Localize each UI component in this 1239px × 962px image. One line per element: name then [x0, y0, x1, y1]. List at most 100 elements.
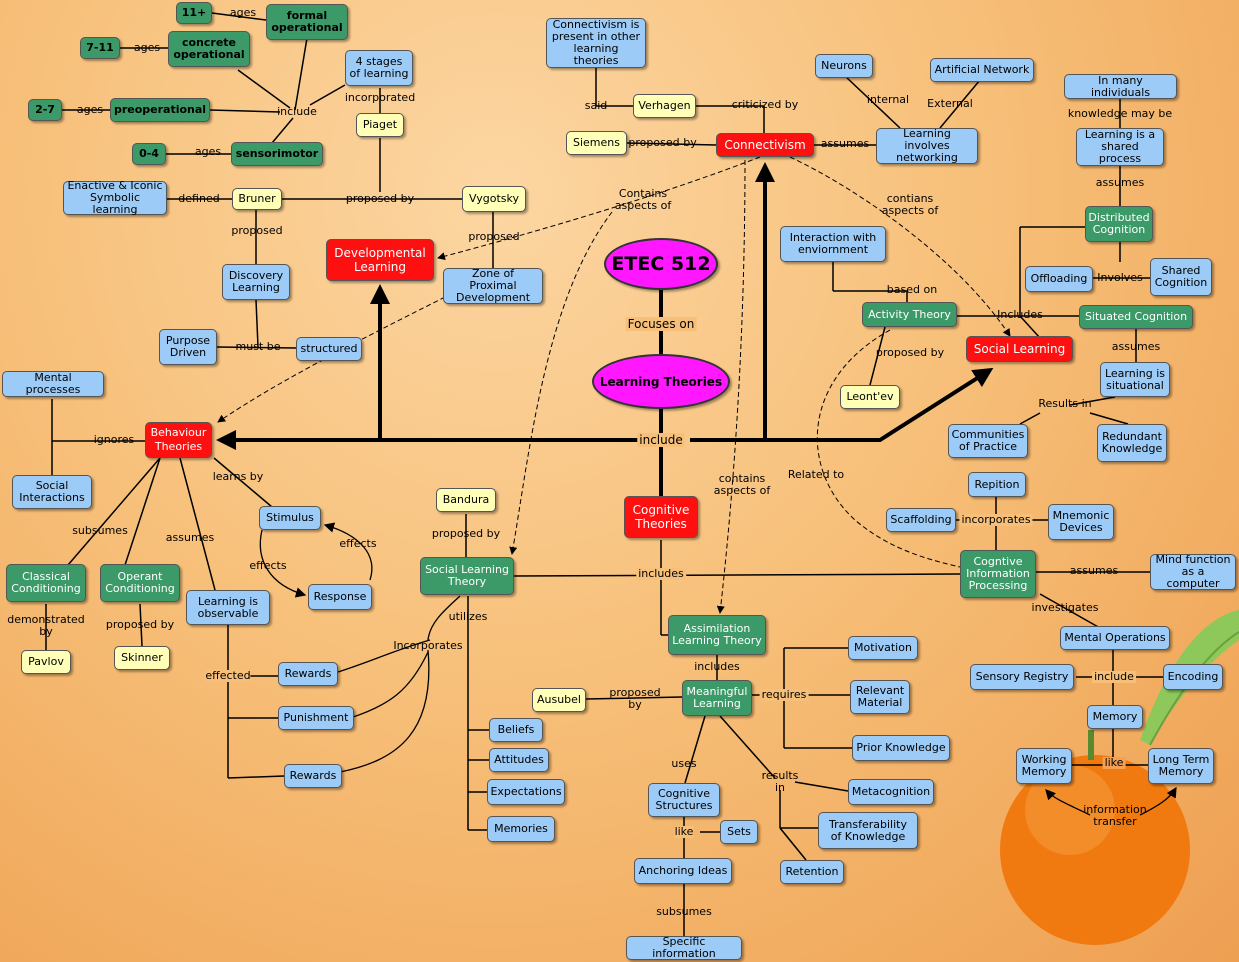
- node-long-term-memory[interactable]: Long Term Memory: [1148, 748, 1214, 784]
- node-meaningful-learning[interactable]: Meaningful Learning: [682, 680, 752, 716]
- node-zpd[interactable]: Zone of Proximal Development: [443, 268, 543, 304]
- node-transferability[interactable]: Transferability of Knowledge: [818, 812, 918, 849]
- node-social-learning-theory[interactable]: Social Learning Theory: [420, 557, 514, 595]
- node-sensorimotor[interactable]: sensorimotor: [231, 142, 323, 166]
- link-assumes-situated: assumes: [1111, 340, 1161, 353]
- node-age-7-11[interactable]: 7-11: [80, 37, 120, 59]
- node-age-0-4[interactable]: 0-4: [132, 143, 166, 165]
- link-include-main: include: [637, 433, 685, 447]
- link-subsumes-anchoring: subsumes: [656, 905, 712, 918]
- node-skinner[interactable]: Skinner: [114, 646, 170, 670]
- node-vygotsky[interactable]: Vygotsky: [462, 186, 526, 212]
- node-networking[interactable]: Learning involves networking: [876, 128, 978, 164]
- node-interaction-environment[interactable]: Interaction with enviornment: [780, 226, 886, 262]
- node-age-11-plus[interactable]: 11+: [176, 2, 212, 24]
- link-ages-2: ages: [133, 41, 161, 54]
- node-cognitive-theories[interactable]: Cognitive Theories: [624, 496, 698, 538]
- node-relevant-material[interactable]: Relevant Material: [850, 680, 910, 714]
- node-redundant-knowledge[interactable]: Redundant Knowledge: [1097, 424, 1167, 462]
- node-cip[interactable]: Cogntive Information Processing: [960, 550, 1036, 598]
- node-artificial-network[interactable]: Artificial Network: [930, 58, 1034, 82]
- node-stimulus[interactable]: Stimulus: [259, 506, 321, 530]
- node-memories[interactable]: Memories: [487, 816, 555, 842]
- node-leontev[interactable]: Leont'ev: [840, 385, 900, 409]
- link-assumes-connectivism: assumes: [820, 137, 870, 150]
- node-sets[interactable]: Sets: [720, 820, 758, 844]
- node-memory[interactable]: Memory: [1087, 705, 1143, 729]
- node-metacognition[interactable]: Metacognition: [848, 779, 934, 805]
- link-include-mental-ops: include: [1092, 670, 1136, 683]
- node-situational[interactable]: Learning is situational: [1100, 362, 1170, 397]
- node-operant-conditioning[interactable]: Operant Conditioning: [100, 564, 180, 602]
- node-prior-knowledge[interactable]: Prior Knowledge: [852, 735, 950, 761]
- node-working-memory[interactable]: Working Memory: [1016, 748, 1072, 784]
- node-enactive-iconic[interactable]: Enactive & Iconic Symbolic learning: [63, 180, 167, 216]
- node-distributed-cognition[interactable]: Distributed Cognition: [1085, 206, 1153, 242]
- node-retention[interactable]: Retention: [780, 860, 844, 884]
- node-attitudes[interactable]: Attitudes: [489, 748, 549, 772]
- node-encoding[interactable]: Encoding: [1163, 664, 1223, 690]
- node-activity-theory[interactable]: Activity Theory: [862, 302, 957, 327]
- node-pavlov[interactable]: Pavlov: [21, 650, 71, 674]
- node-neurons[interactable]: Neurons: [815, 54, 873, 78]
- link-assumes-distributed: assumes: [1095, 176, 1145, 189]
- node-siemens[interactable]: Siemens: [566, 131, 627, 155]
- node-punishment[interactable]: Punishment: [278, 706, 354, 730]
- node-beliefs[interactable]: Beliefs: [489, 718, 543, 742]
- node-bruner[interactable]: Bruner: [232, 188, 282, 210]
- node-age-2-7[interactable]: 2-7: [28, 99, 62, 121]
- node-mental-operations[interactable]: Mental Operations: [1060, 626, 1170, 650]
- node-four-stages[interactable]: 4 stages of learning: [345, 50, 413, 86]
- node-anchoring-ideas[interactable]: Anchoring Ideas: [634, 858, 732, 884]
- node-shared-cognition[interactable]: Shared Cognition: [1150, 258, 1212, 296]
- node-response[interactable]: Response: [308, 584, 372, 610]
- node-purpose-driven[interactable]: Purpose Driven: [159, 329, 217, 365]
- node-scaffolding[interactable]: Scaffolding: [886, 508, 956, 532]
- node-mind-computer[interactable]: Mind function as a computer: [1150, 554, 1236, 590]
- node-verhagen[interactable]: Verhagen: [633, 94, 696, 118]
- node-mnemonic-devices[interactable]: Mnemonic Devices: [1048, 504, 1114, 540]
- node-bandura[interactable]: Bandura: [436, 488, 496, 512]
- node-expectations[interactable]: Expectations: [487, 779, 565, 805]
- node-repition[interactable]: Repition: [968, 472, 1026, 497]
- node-discovery-learning[interactable]: Discovery Learning: [222, 264, 290, 300]
- node-situated-cognition[interactable]: Situated Cognition: [1079, 305, 1193, 329]
- node-shared-process[interactable]: Learning is a shared process: [1076, 128, 1164, 166]
- node-motivation[interactable]: Motivation: [848, 636, 918, 660]
- node-social-interactions[interactable]: Social Interactions: [12, 475, 92, 509]
- node-rewards-1[interactable]: Rewards: [278, 662, 338, 686]
- node-developmental-learning[interactable]: Developmental Learning: [326, 239, 434, 281]
- link-ignores: ignores: [93, 433, 135, 446]
- link-ages-4: ages: [194, 145, 222, 158]
- node-ausubel[interactable]: Ausubel: [532, 688, 586, 712]
- node-mental-processes[interactable]: Mental processes: [2, 371, 104, 397]
- node-classical-conditioning[interactable]: Classical Conditioning: [6, 564, 86, 602]
- node-cognitive-structures[interactable]: Cognitive Structures: [648, 783, 720, 817]
- node-connectivism-present[interactable]: Connectivism is present in other learnin…: [546, 18, 646, 68]
- node-sensory-registry[interactable]: Sensory Registry: [970, 664, 1074, 690]
- link-internal: internal: [866, 93, 910, 106]
- node-learning-observable[interactable]: Learning is observable: [186, 590, 270, 625]
- node-connectivism[interactable]: Connectivism: [716, 133, 814, 157]
- node-formal-operational[interactable]: formal operational: [266, 4, 348, 40]
- node-preoperational[interactable]: preoperational: [110, 98, 210, 122]
- node-piaget[interactable]: Piaget: [356, 113, 404, 137]
- link-proposed-by-skinner: proposed by: [105, 618, 175, 631]
- link-utilizes: utilizes: [448, 610, 488, 623]
- node-offloading[interactable]: Offloading: [1025, 266, 1093, 292]
- node-specific-information[interactable]: Specific information: [626, 936, 742, 960]
- link-proposed-by-developmental: proposed by: [345, 192, 415, 205]
- node-structured[interactable]: structured: [296, 337, 362, 361]
- node-assimilation-theory[interactable]: Assimilation Learning Theory: [668, 615, 766, 655]
- node-social-learning[interactable]: Social Learning: [966, 336, 1073, 362]
- node-communities-practice[interactable]: Communities of Practice: [948, 424, 1028, 458]
- node-behaviour-theories[interactable]: Behaviour Theories: [145, 422, 212, 458]
- node-rewards-2[interactable]: Rewards: [284, 764, 342, 788]
- link-focuses-on: Focuses on: [625, 317, 697, 331]
- link-incorporates: Incorporates: [393, 639, 463, 652]
- node-etec-512[interactable]: ETEC 512: [604, 238, 718, 290]
- node-concrete-operational[interactable]: concrete operational: [168, 31, 250, 67]
- node-learning-theories[interactable]: Learning Theories: [592, 354, 730, 409]
- node-many-individuals[interactable]: In many individuals: [1064, 74, 1177, 99]
